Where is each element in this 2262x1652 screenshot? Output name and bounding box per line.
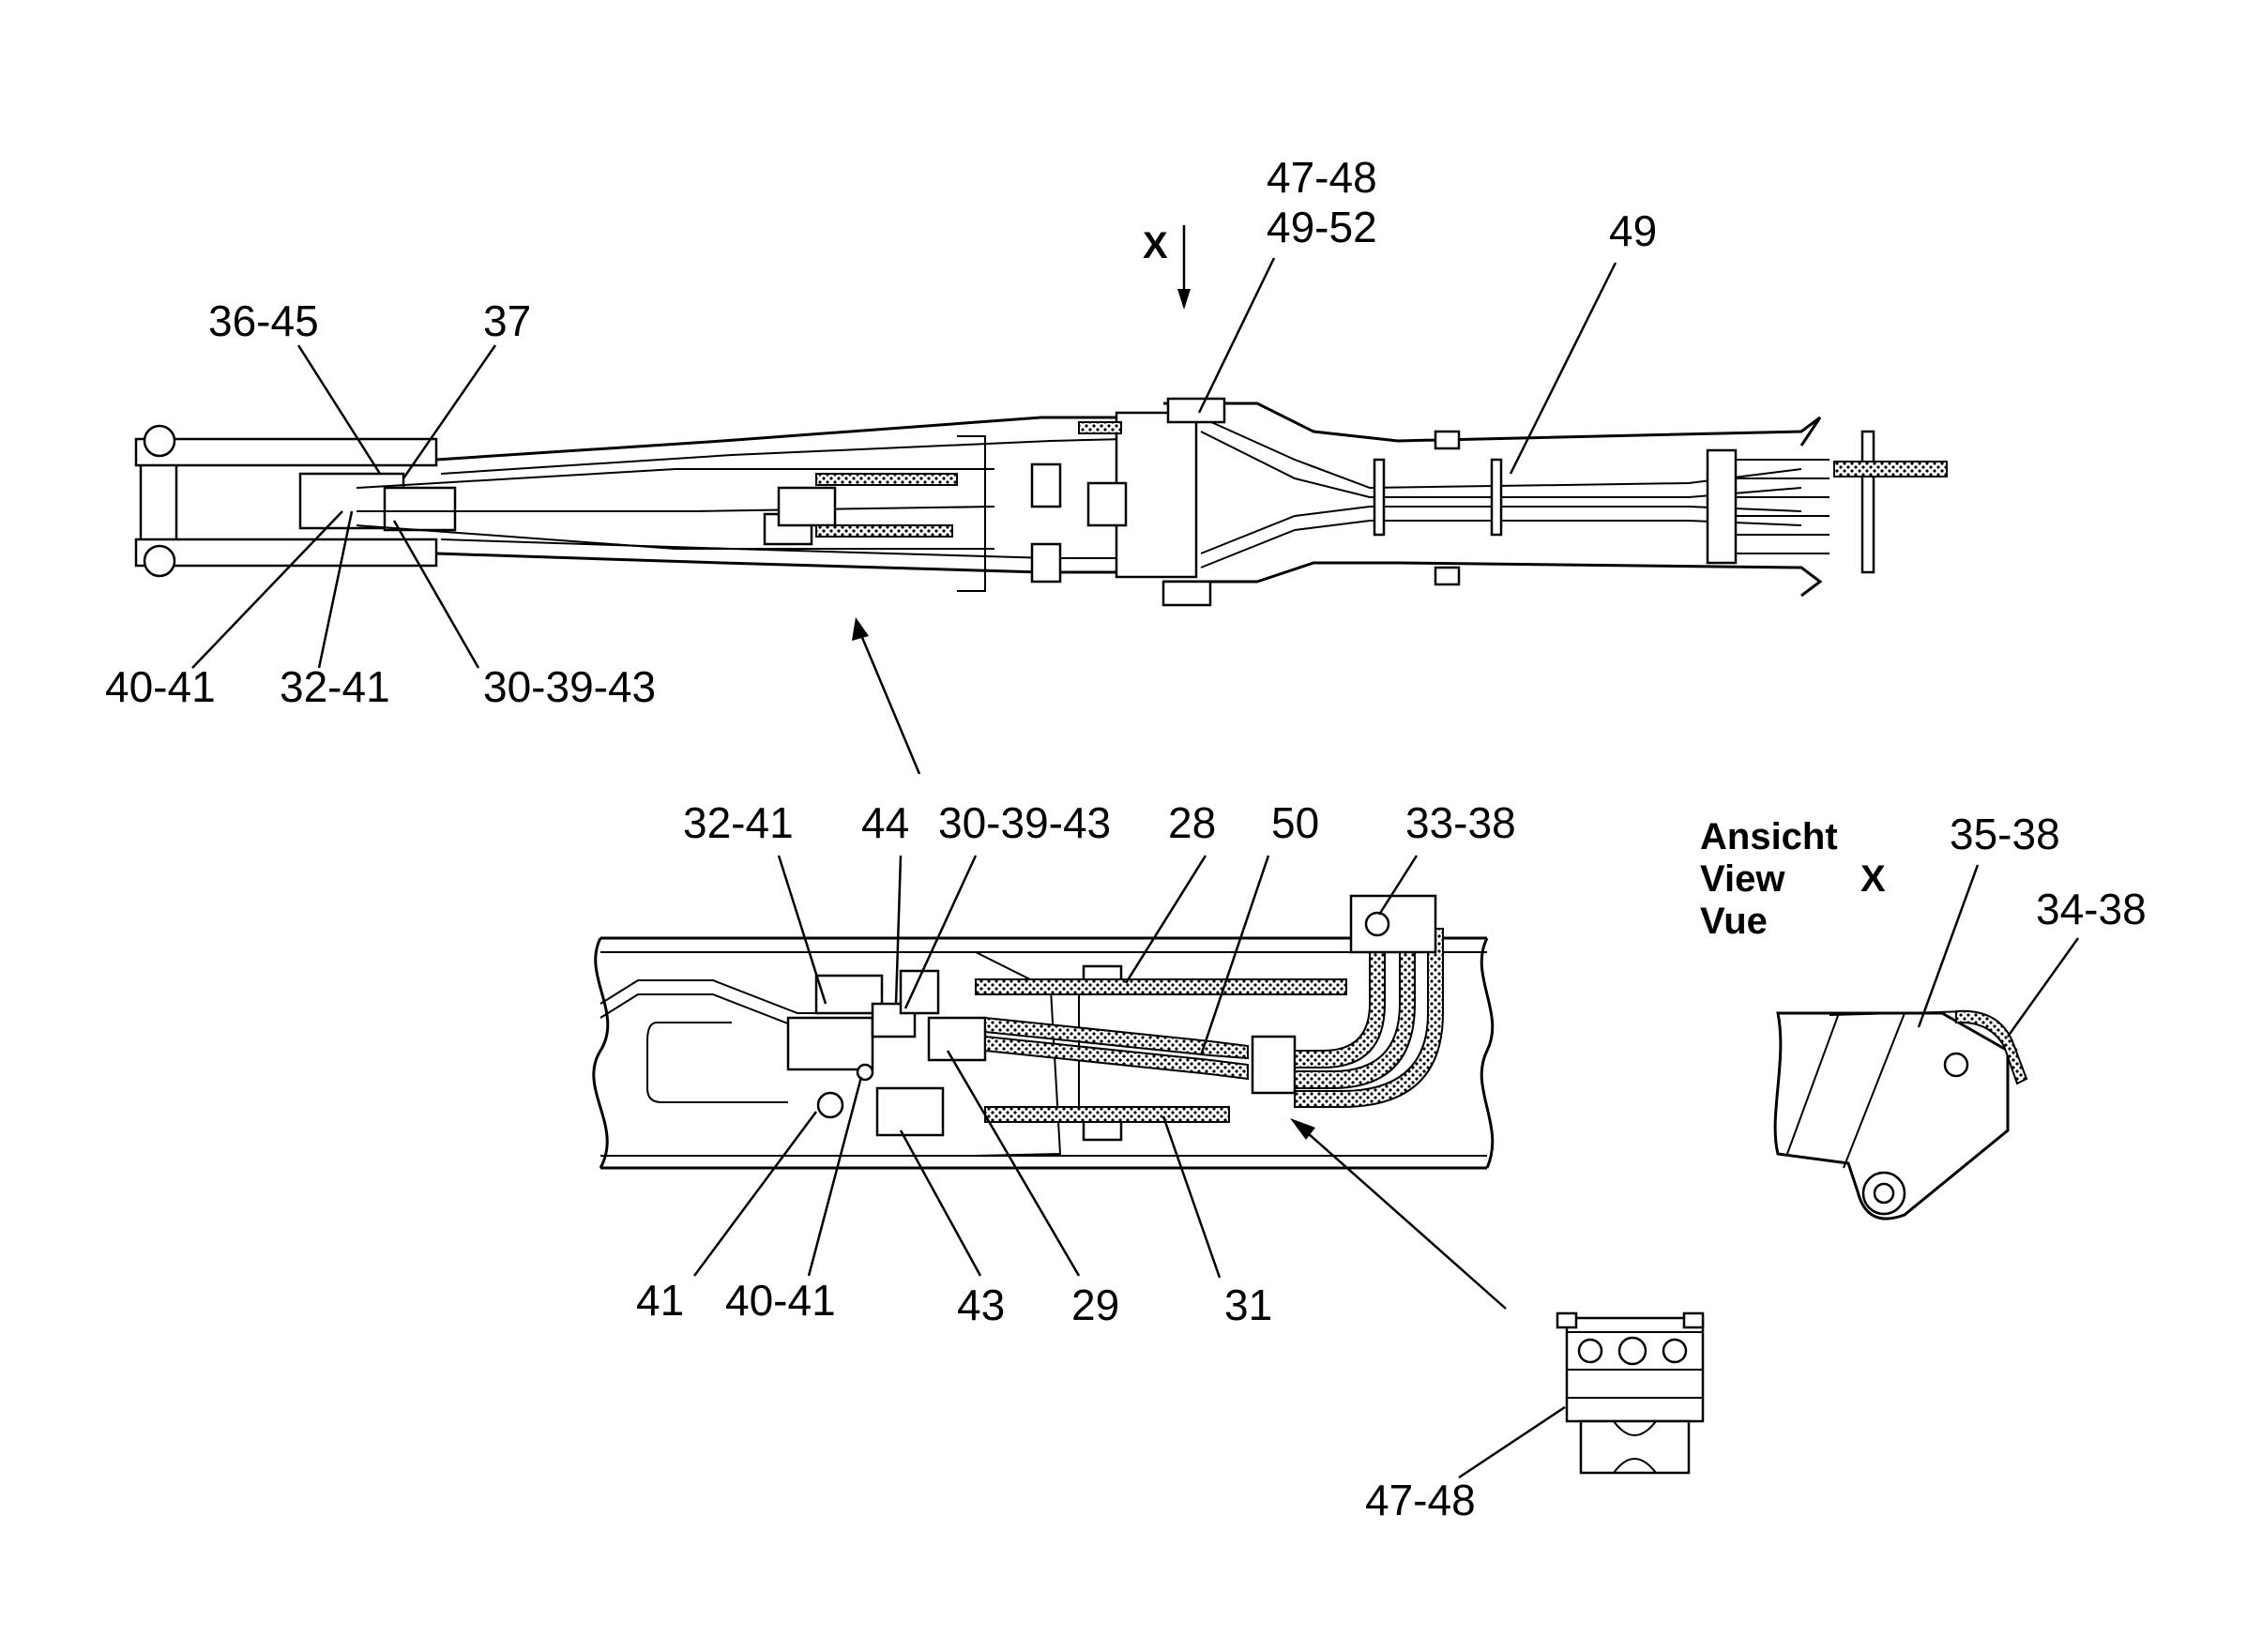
- label-30-39-43-detail: 30-39-43: [938, 798, 1111, 847]
- detail-view-labels: 32-41 44 30-39-43 28 50 33-38 41 40-41 4…: [636, 798, 1516, 1329]
- label-40-41-top: 40-41: [105, 662, 216, 711]
- label-32-41-top: 32-41: [280, 662, 390, 711]
- detail-pointer-arrow: [852, 617, 921, 775]
- label-36-45: 36-45: [208, 296, 319, 345]
- view-x-letter: X: [1860, 858, 1886, 900]
- label-50: 50: [1271, 798, 1319, 847]
- label-28: 28: [1168, 798, 1216, 847]
- label-29: 29: [1071, 1281, 1119, 1329]
- top-view-labels: 47-48 49-52 49 36-45 37 40-41 32-41 30-3…: [105, 153, 1657, 711]
- clamp-pointer-arrow: [1290, 1118, 1507, 1310]
- clamp-detail: 47-48: [1365, 1311, 1705, 1524]
- label-37: 37: [483, 296, 531, 345]
- label-32-41-detail: 32-41: [683, 798, 794, 847]
- label-30-39-43-top: 30-39-43: [483, 662, 656, 711]
- label-34-38: 34-38: [2036, 885, 2147, 933]
- top-view-boom: [134, 397, 1948, 607]
- label-44: 44: [861, 798, 909, 847]
- label-47-48-top: 47-48: [1267, 153, 1377, 202]
- label-47-48-clamp: 47-48: [1365, 1476, 1476, 1524]
- view-x-panel: Ansicht View Vue X 35-38 34-38: [1700, 810, 2147, 1220]
- label-33-38: 33-38: [1405, 798, 1516, 847]
- label-41: 41: [636, 1276, 684, 1325]
- view-title-de: Ansicht: [1700, 816, 1838, 857]
- detail-view: [592, 894, 1495, 1170]
- view-x-arrow: X: [1143, 225, 1191, 310]
- label-49-52: 49-52: [1267, 203, 1377, 251]
- label-40-41-detail: 40-41: [725, 1276, 836, 1325]
- view-title-en: View: [1700, 858, 1785, 900]
- view-marker-letter: X: [1143, 225, 1168, 266]
- label-31: 31: [1224, 1281, 1272, 1329]
- label-49-top: 49: [1609, 206, 1657, 255]
- detail-view-leaders: [692, 855, 1419, 1279]
- view-title-fr: Vue: [1700, 901, 1768, 942]
- label-43: 43: [957, 1281, 1005, 1329]
- label-35-38: 35-38: [1950, 810, 2060, 858]
- top-view-leaders: [191, 257, 1617, 669]
